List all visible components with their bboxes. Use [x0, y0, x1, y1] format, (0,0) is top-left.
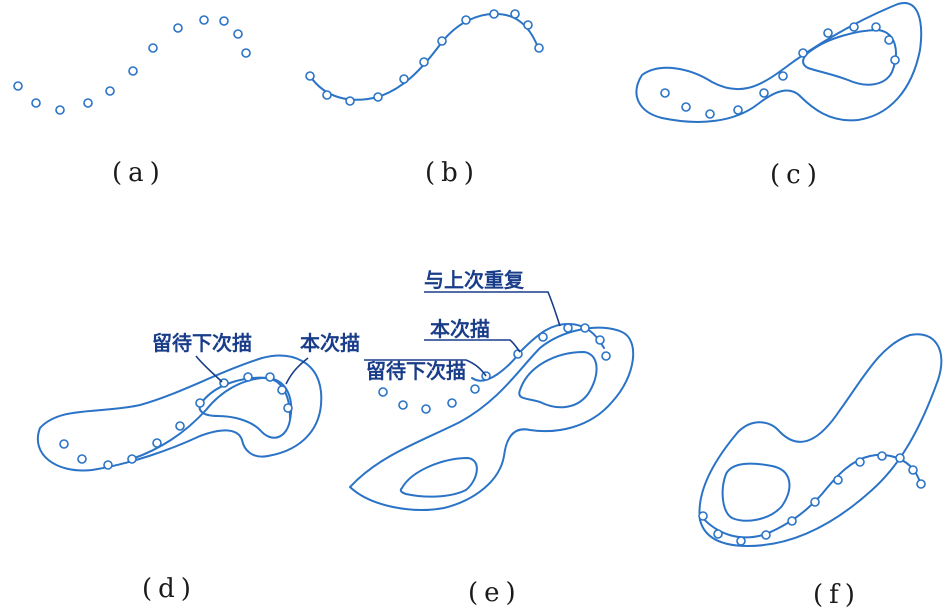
point — [513, 349, 523, 359]
leader-line — [195, 355, 223, 383]
point — [833, 475, 843, 485]
panel-b-curve — [305, 9, 544, 106]
point — [233, 29, 243, 39]
point — [563, 323, 573, 333]
point — [736, 536, 746, 546]
point — [173, 23, 183, 33]
leader-line — [285, 357, 309, 385]
panel-label-e: (e) — [468, 578, 522, 608]
point — [305, 71, 315, 81]
point — [421, 404, 431, 414]
point — [823, 28, 833, 38]
annotation-repeat-previous: 与上次重复 — [424, 268, 525, 292]
point — [128, 66, 138, 76]
point — [855, 457, 865, 467]
point — [538, 332, 548, 342]
point — [461, 15, 471, 25]
point — [83, 98, 93, 108]
panel-label-b: (b) — [425, 158, 480, 188]
point — [523, 20, 533, 30]
point — [705, 109, 715, 119]
point — [241, 48, 251, 58]
point — [698, 511, 708, 521]
point — [681, 102, 691, 112]
point — [890, 55, 900, 65]
annotation-reserve-next: 留待下次描 — [152, 331, 252, 355]
point — [322, 90, 332, 100]
panel-f-french-curve — [698, 333, 943, 547]
point — [713, 529, 723, 539]
point — [31, 98, 41, 108]
point — [534, 43, 544, 53]
point — [510, 9, 520, 19]
point — [798, 48, 808, 58]
point — [733, 105, 743, 115]
panel-a-points — [13, 15, 251, 115]
point — [283, 403, 293, 413]
leader-line — [424, 291, 561, 327]
annotation-reserve-next: 留待下次描 — [366, 359, 466, 383]
point — [399, 74, 409, 84]
point — [787, 516, 797, 526]
point — [871, 22, 881, 32]
point — [77, 454, 87, 464]
panel-label-d: (d) — [142, 574, 197, 604]
panel-e-french-curve: 与上次重复 本次描 留待下次描 — [349, 268, 635, 511]
point — [152, 438, 162, 448]
point — [908, 465, 918, 475]
point — [175, 421, 185, 431]
point — [13, 81, 23, 91]
point — [219, 16, 229, 26]
panel-d-french-curve: 留待下次描 本次描 — [37, 331, 360, 472]
panel-label-c: (c) — [770, 160, 823, 190]
point — [243, 372, 253, 382]
point — [148, 43, 158, 53]
point — [55, 105, 65, 115]
leader-line — [424, 339, 521, 353]
point — [127, 454, 137, 464]
leader-line — [364, 359, 487, 377]
point — [437, 36, 447, 46]
point — [345, 96, 355, 106]
point — [595, 335, 605, 345]
point — [761, 530, 771, 540]
point — [660, 88, 670, 98]
annotation-draw-now: 本次描 — [300, 331, 360, 355]
annotation-draw-now: 本次描 — [430, 317, 490, 341]
point — [195, 398, 205, 408]
point — [916, 479, 926, 489]
point — [580, 323, 590, 333]
point — [470, 384, 480, 394]
point — [105, 86, 115, 96]
point — [877, 451, 887, 461]
point — [447, 398, 457, 408]
point — [398, 400, 408, 410]
point — [778, 71, 788, 81]
panel-label-a: (a) — [112, 158, 166, 188]
point — [810, 497, 820, 507]
point — [759, 88, 769, 98]
point — [199, 15, 209, 25]
point — [103, 460, 113, 470]
point — [884, 35, 894, 45]
point — [419, 57, 429, 67]
point — [849, 22, 859, 32]
panel-label-f: (f) — [813, 580, 861, 610]
point — [373, 92, 383, 102]
point — [895, 453, 905, 463]
point — [59, 439, 69, 449]
point — [265, 372, 275, 382]
point — [489, 9, 499, 19]
panel-c-french-curve — [635, 2, 923, 123]
point — [277, 385, 287, 395]
point — [601, 351, 611, 361]
point — [378, 387, 388, 397]
